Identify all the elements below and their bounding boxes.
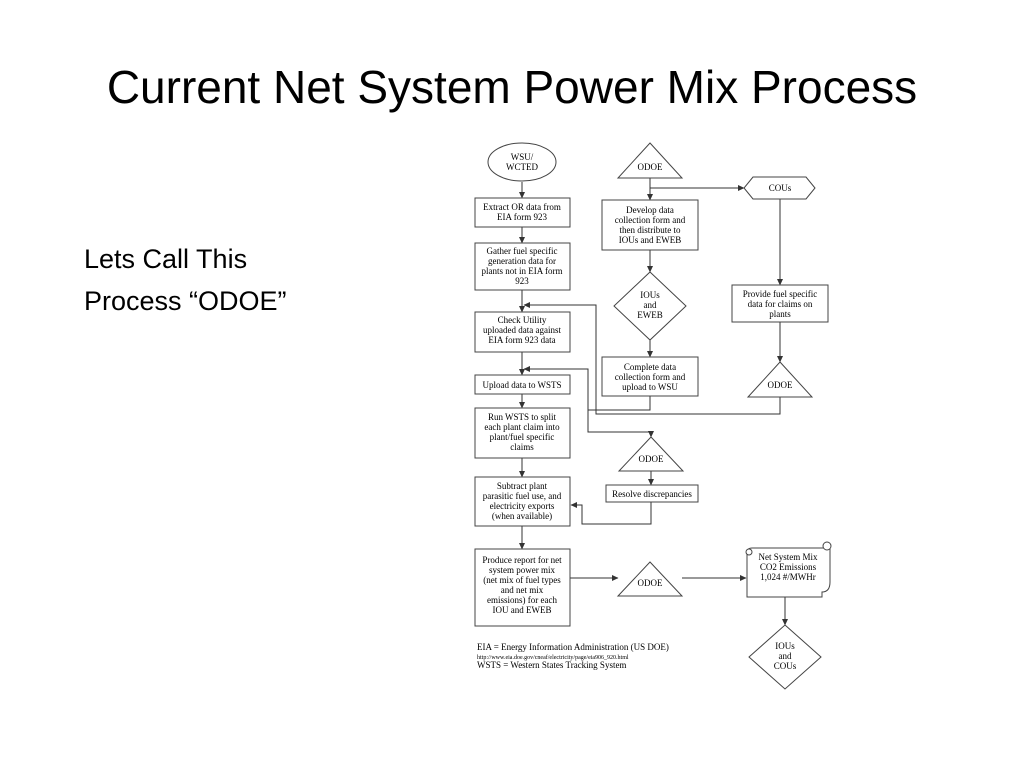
node-odoe-bottom: ODOE <box>616 561 684 597</box>
node-odoe-top: ODOE <box>616 142 684 179</box>
node-odoe-top-label: ODOE <box>638 162 663 172</box>
legend-eia: EIA = Energy Information Administration … <box>477 642 669 652</box>
node-wsu-wcted: WSU/WCTED <box>487 142 557 182</box>
node-upload-to-wsts-label: Upload data to WSTS <box>482 380 561 390</box>
legend-eia-url: http://www.eia.doe.gov/cneaf/electricity… <box>477 654 629 661</box>
diagram-legend: EIA = Energy Information Administration … <box>477 642 669 670</box>
node-wsu-wcted-label: WSU/WCTED <box>506 152 538 172</box>
node-odoe-mid: ODOE <box>617 436 685 472</box>
legend-wsts: WSTS = Western States Tracking System <box>477 660 626 670</box>
node-cous-label: COUs <box>769 183 792 193</box>
node-upload-to-wsts: Upload data to WSTS <box>474 374 571 395</box>
node-odoe-right-label: ODOE <box>768 380 793 390</box>
connectors <box>519 178 788 626</box>
body-line-1: Lets Call This <box>84 244 248 274</box>
arrow-resolve-to-subtract <box>570 502 652 525</box>
slide-body-text: Lets Call This Process “ODOE” <box>84 238 384 322</box>
arrow-to-odoe-mid <box>587 410 654 438</box>
node-cous: COUs <box>743 176 816 200</box>
slide-title: Current Net System Power Mix Process <box>106 61 918 113</box>
node-resolve-discrepancies: Resolve discrepancies <box>605 484 699 503</box>
node-resolve-discrepancies-label: Resolve discrepancies <box>612 489 692 499</box>
node-odoe-right: ODOE <box>746 361 814 398</box>
node-odoe-bottom-label: ODOE <box>638 578 663 588</box>
arrow-odoe-right-to-check <box>523 302 781 415</box>
node-odoe-mid-label: ODOE <box>639 454 664 464</box>
body-line-2: Process “ODOE” <box>84 286 287 316</box>
